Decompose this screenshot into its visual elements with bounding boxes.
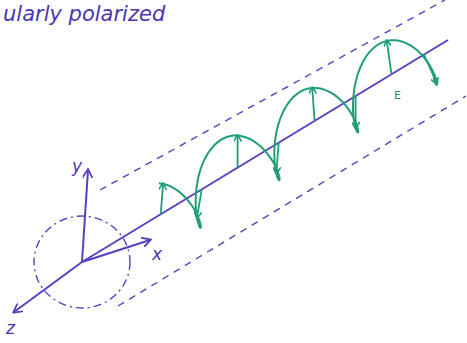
guide-line (118, 96, 466, 306)
field-helix (159, 40, 437, 228)
field-vector (387, 41, 392, 74)
field-vector (237, 136, 239, 168)
field-vectors (161, 41, 437, 218)
field-vector (197, 189, 202, 217)
propagation-axis (82, 40, 448, 262)
heading: ularly polarized (3, 4, 165, 25)
field-vector (276, 143, 278, 173)
x-axis (82, 240, 150, 262)
z-axis (14, 262, 82, 312)
axis-label: z (6, 320, 15, 337)
axis-label: x (152, 246, 162, 263)
field-vector (424, 55, 437, 84)
y-axis (82, 170, 88, 262)
field-vector (355, 96, 357, 128)
field-vector (312, 88, 314, 121)
field-vector (161, 184, 163, 214)
field-label: E (393, 90, 402, 101)
axis-label: y (72, 158, 82, 175)
